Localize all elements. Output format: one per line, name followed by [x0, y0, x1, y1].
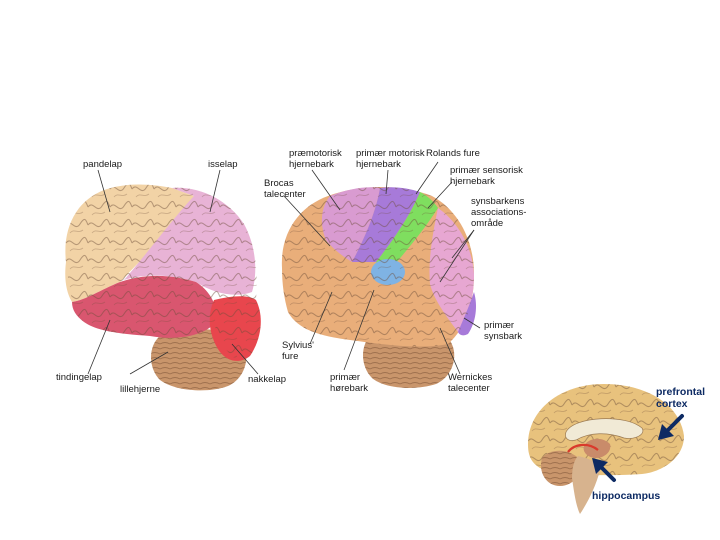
label-primary-auditory-cortex: primær hørebark: [330, 372, 368, 394]
label-hippocampus: hippocampus: [592, 490, 660, 502]
label-sylvian-fissure: Sylvius' fure: [282, 340, 314, 362]
label-cerebellum: lillehjerne: [120, 384, 160, 395]
label-temporal-lobe: tindingelap: [56, 372, 102, 383]
label-premotor-cortex: præmotorisk hjernebark: [289, 148, 342, 170]
label-frontal-lobe: pandelap: [83, 159, 122, 170]
label-primary-visual-cortex: primær synsbark: [484, 320, 522, 342]
label-primary-sensory-cortex: primær sensorisk hjernebark: [450, 165, 523, 187]
label-parietal-lobe: isselap: [208, 159, 238, 170]
label-broca-area: Brocas talecenter: [264, 178, 306, 200]
left-brain: [65, 185, 261, 391]
label-prefrontal-cortex: prefrontal cortex: [656, 386, 705, 410]
label-central-sulcus: Rolands fure: [426, 148, 480, 159]
label-wernicke-area: Wernickes talecenter: [448, 372, 492, 394]
label-visual-association-area: synsbarkens associations- område: [471, 196, 526, 229]
label-occipital-lobe: nakkelap: [248, 374, 286, 385]
label-primary-motor-cortex: primær motorisk hjernebark: [356, 148, 425, 170]
